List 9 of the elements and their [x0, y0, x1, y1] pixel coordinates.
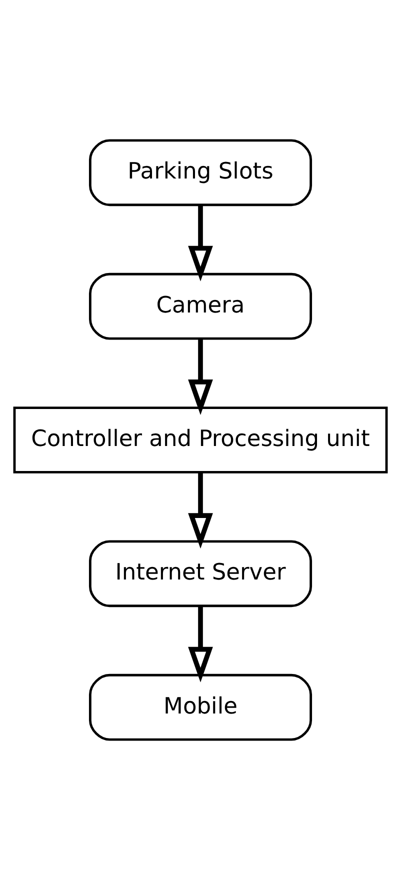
node-box: Mobile — [88, 673, 312, 740]
node-box: Internet Server — [88, 540, 312, 607]
node-box: Controller and Processing unit — [13, 406, 388, 473]
arrow — [188, 338, 213, 414]
arrow — [188, 606, 213, 682]
node-box: Camera — [88, 272, 312, 340]
arrow — [188, 204, 213, 281]
node-box: Parking Slots — [88, 138, 312, 206]
arrow — [188, 472, 213, 548]
